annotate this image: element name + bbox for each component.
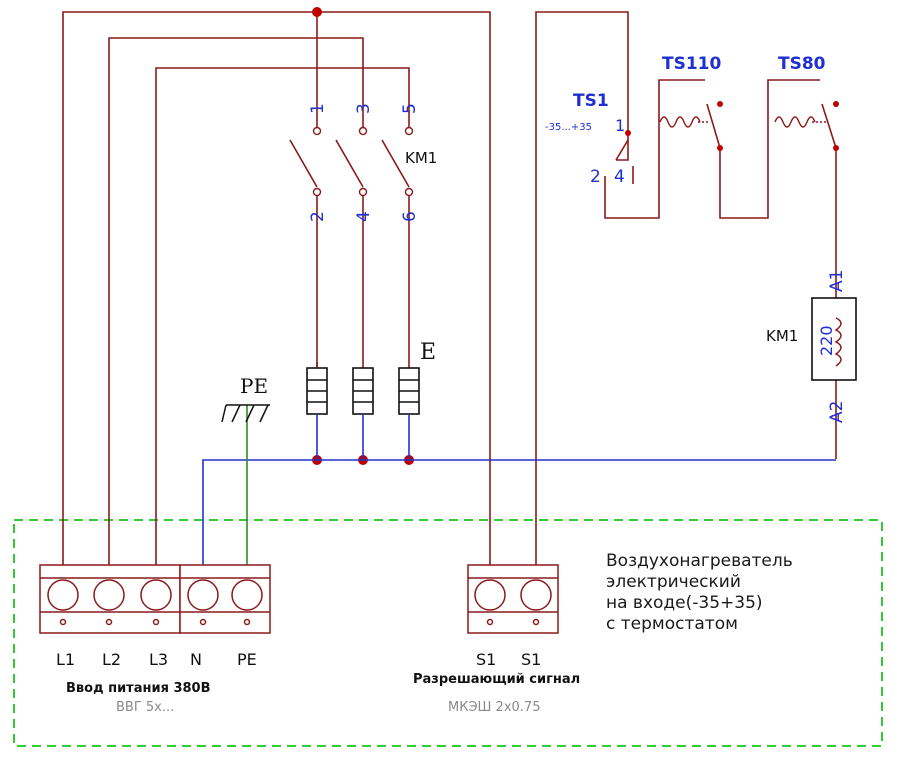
pin-5-label: 5 xyxy=(400,103,420,114)
pin-4-label: 4 xyxy=(354,211,374,222)
pin-6-label: 6 xyxy=(400,211,420,222)
terminal-n-label: N xyxy=(190,650,202,669)
junction-dots xyxy=(312,7,839,465)
description-line-1: Воздухонагреватель xyxy=(606,551,793,571)
switch-contacts xyxy=(312,126,414,197)
heater-label: E xyxy=(420,340,436,365)
ts80-label: TS80 xyxy=(778,54,826,74)
power-cable-spec: ВВГ 5х... xyxy=(116,700,174,715)
description-line-4: с термостатом xyxy=(606,614,738,634)
power-terminal-title: Ввод питания 380В xyxy=(66,681,211,696)
coil-a1-label: A1 xyxy=(827,270,847,292)
description-line-3: на входе(-35+35) xyxy=(606,593,763,613)
power-terminal-block xyxy=(39,564,271,634)
pin-1-label: 1 xyxy=(308,103,328,114)
ts1-pin1: 1 xyxy=(615,116,625,135)
terminal-l1-label: L1 xyxy=(56,650,75,669)
terminal-s1-right-label: S1 xyxy=(521,650,541,669)
ts1-pin4: 4 xyxy=(614,167,625,187)
terminal-l2-label: L2 xyxy=(102,650,121,669)
coil-voltage-label: 220 xyxy=(817,325,836,356)
ts1-label: TS1 xyxy=(573,91,609,111)
signal-terminal-title: Разрешающий сигнал xyxy=(413,672,580,687)
signal-terminal-block xyxy=(467,564,559,634)
terminal-s1-left-label: S1 xyxy=(476,650,496,669)
neutral-wires xyxy=(202,414,836,565)
equipment-boundary xyxy=(13,519,883,747)
phase-wires xyxy=(62,11,837,565)
pin-2-label: 2 xyxy=(308,211,328,222)
terminal-l3-label: L3 xyxy=(149,650,168,669)
coil-km1-label: KM1 xyxy=(766,327,798,345)
pe-ground-symbol xyxy=(221,404,270,423)
terminal-pe-label: PE xyxy=(237,650,257,669)
ts110-label: TS110 xyxy=(662,54,721,74)
ts1-pin2: 2 xyxy=(590,167,601,187)
pin-3-label: 3 xyxy=(354,103,374,114)
pe-ground-label: PE xyxy=(240,374,268,398)
ts1-range: -35...+35 xyxy=(545,122,592,133)
km1-switch-label: KM1 xyxy=(405,149,437,167)
heater-elements xyxy=(306,362,420,415)
contactor-coil xyxy=(811,297,857,381)
description-line-2: электрический xyxy=(606,572,741,592)
ts-heater-coils xyxy=(659,116,816,128)
signal-cable-spec: МКЭШ 2х0.75 xyxy=(448,700,540,715)
coil-a2-label: A2 xyxy=(827,401,847,423)
